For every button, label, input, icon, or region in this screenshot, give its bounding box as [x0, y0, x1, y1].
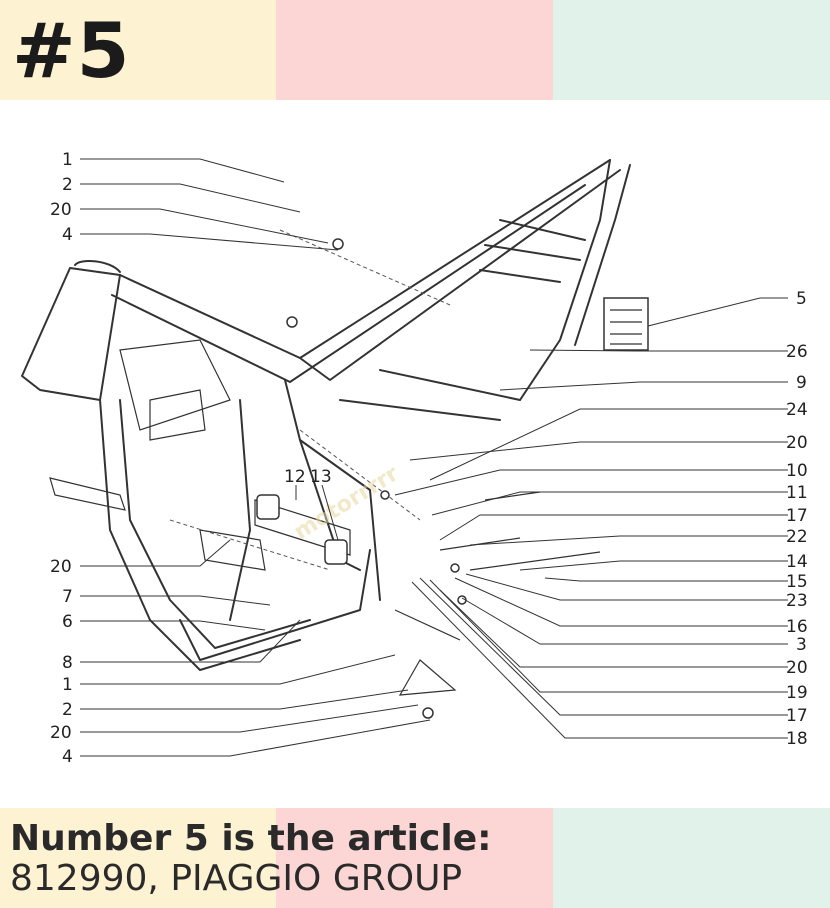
callout-10: 10 [786, 461, 808, 481]
frame-drawing: motorrrrr [21, 159, 649, 719]
caption-band [0, 808, 830, 908]
caption-article: 812990, PIAGGIO GROUP [10, 858, 463, 899]
callout-12: 12 [284, 467, 306, 487]
callout-18: 18 [786, 729, 808, 749]
callout-2-top: 2 [62, 175, 73, 195]
callout-5: 5 [796, 289, 807, 309]
callout-2-bottom: 2 [62, 700, 73, 720]
callout-4-top: 4 [62, 225, 73, 245]
callouts-left: 1 2 20 4 20 7 6 8 1 2 20 4 [50, 150, 73, 767]
callout-23: 23 [786, 591, 808, 611]
callout-24: 24 [786, 400, 808, 420]
callout-6: 6 [62, 612, 73, 632]
label-plate [603, 297, 649, 351]
header-band-yellow [0, 0, 276, 100]
caption-band-yellow [0, 808, 276, 908]
callout-16: 16 [786, 617, 808, 637]
caption-heading: Number 5 is the article: [10, 818, 492, 859]
header-band [0, 0, 830, 100]
callout-20-mid: 20 [50, 557, 72, 577]
callout-11: 11 [786, 483, 808, 503]
callout-17-bottom: 17 [786, 706, 808, 726]
callout-8: 8 [62, 653, 73, 673]
callout-22: 22 [786, 527, 808, 547]
caption-band-mint [553, 808, 830, 908]
callout-4-bottom: 4 [62, 747, 73, 767]
callout-14: 14 [786, 552, 808, 572]
callouts-right: 5 26 9 24 20 10 11 17 22 14 15 23 16 3 2… [786, 289, 808, 749]
caption-band-pink [276, 808, 553, 908]
exploded-parts-diagram: motorrrrr [21, 150, 808, 767]
callout-3: 3 [796, 635, 807, 655]
page-title: #5 [12, 6, 131, 95]
callout-7: 7 [62, 587, 73, 607]
callout-19: 19 [786, 683, 808, 703]
callout-20-right-bottom: 20 [786, 658, 808, 678]
callout-13: 13 [310, 467, 332, 487]
header-band-pink [276, 0, 553, 100]
callout-1-bottom: 1 [62, 675, 73, 695]
callouts-center: 12 13 [284, 467, 332, 487]
callout-26: 26 [786, 342, 808, 362]
header-band-mint [553, 0, 830, 100]
leader-lines [80, 158, 788, 757]
callout-20-right: 20 [786, 433, 808, 453]
callout-9: 9 [796, 373, 807, 393]
callout-17-top: 17 [786, 506, 808, 526]
callout-1-top: 1 [62, 150, 73, 170]
callout-20-bottom: 20 [50, 723, 72, 743]
callout-20-top: 20 [50, 200, 72, 220]
callout-15: 15 [786, 572, 808, 592]
